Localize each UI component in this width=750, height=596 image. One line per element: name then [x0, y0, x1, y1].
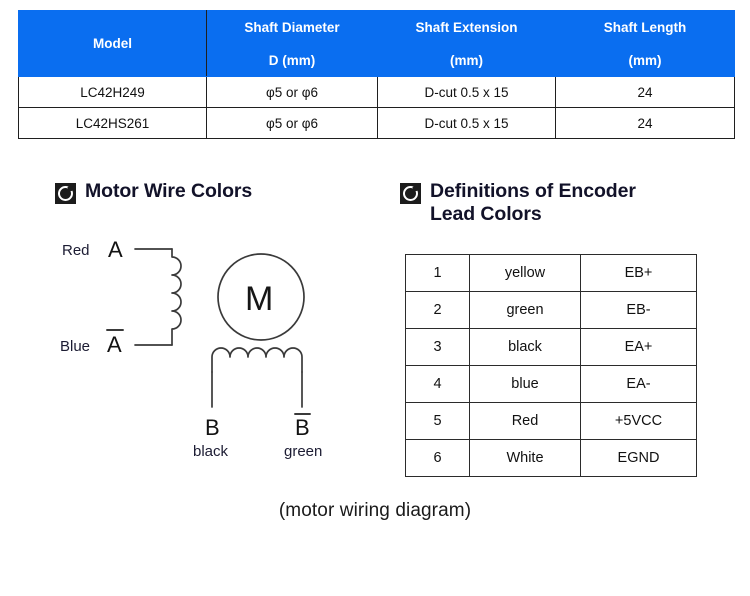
cell-signal-name: +5VCC [580, 402, 697, 440]
motor-wire-colors-heading: Motor Wire Colors [55, 180, 252, 204]
cell-pin-number: 4 [405, 365, 470, 403]
table-row: 4 blue EA- [405, 365, 697, 403]
cell-lead-color: blue [469, 365, 581, 403]
label-motor-symbol: M [245, 280, 273, 318]
cell-shaft-extension: D-cut 0.5 x 15 [377, 107, 556, 139]
figure-caption: (motor wiring diagram) [278, 500, 472, 521]
cell-lead-color: White [469, 439, 581, 477]
table-row: 5 Red +5VCC [405, 402, 697, 440]
table-row: 1 yellow EB+ [405, 254, 697, 292]
cell-lead-color: black [469, 328, 581, 366]
cell-signal-name: EGND [580, 439, 697, 477]
cell-model: LC42HS261 [18, 107, 207, 139]
motor-wiring-diagram: Red A Blue A M B B black green [60, 232, 380, 462]
label-phase-a-bar: A [107, 332, 122, 357]
cell-pin-number: 1 [405, 254, 470, 292]
column-header-shaft-length: Shaft Length [555, 10, 735, 44]
spec-table-container: Model Shaft Diameter Shaft Extension Sha… [18, 10, 735, 139]
label-lead-b-bar-color: green [284, 443, 322, 460]
cell-pin-number: 6 [405, 439, 470, 477]
column-header-model: Model [18, 10, 207, 77]
column-subheader-length-unit: (mm) [555, 43, 735, 77]
cell-shaft-length: 24 [555, 76, 735, 108]
coil-phase-a [171, 248, 182, 346]
table-row: LC42HS261 φ5 or φ6 D-cut 0.5 x 15 24 [18, 107, 735, 139]
ring-bullet-icon [55, 183, 76, 204]
label-lead-a-bar-color: Blue [60, 338, 90, 355]
cell-pin-number: 2 [405, 291, 470, 329]
cell-lead-color: yellow [469, 254, 581, 292]
column-header-shaft-extension: Shaft Extension [377, 10, 556, 44]
cell-shaft-diameter: φ5 or φ6 [206, 107, 378, 139]
encoder-lead-colors-title: Definitions of Encoder Lead Colors [430, 180, 636, 225]
label-lead-b-color: black [193, 443, 229, 460]
column-header-shaft-diameter: Shaft Diameter [206, 10, 378, 44]
cell-signal-name: EA+ [580, 328, 697, 366]
cell-signal-name: EB+ [580, 254, 697, 292]
table-row: 2 green EB- [405, 291, 697, 329]
label-lead-a-color: Red [62, 242, 90, 259]
table-row: 3 black EA+ [405, 328, 697, 366]
column-subheader-diameter-unit: D (mm) [206, 43, 378, 77]
cell-pin-number: 3 [405, 328, 470, 366]
cell-pin-number: 5 [405, 402, 470, 440]
cell-shaft-diameter: φ5 or φ6 [206, 76, 378, 108]
coil-phase-b [211, 347, 303, 373]
cell-signal-name: EB- [580, 291, 697, 329]
encoder-lead-colors-table: 1 yellow EB+ 2 green EB- 3 black EA+ 4 b… [405, 254, 697, 477]
table-header-row-top: Model Shaft Diameter Shaft Extension Sha… [18, 10, 735, 77]
cell-lead-color: Red [469, 402, 581, 440]
table-row: LC42H249 φ5 or φ6 D-cut 0.5 x 15 24 [18, 76, 735, 108]
ring-bullet-icon [400, 183, 421, 204]
cell-model: LC42H249 [18, 76, 207, 108]
label-phase-a: A [108, 237, 123, 262]
cell-shaft-extension: D-cut 0.5 x 15 [377, 76, 556, 108]
label-phase-b-bar: B [295, 415, 310, 440]
motor-wire-colors-title: Motor Wire Colors [85, 180, 253, 202]
encoder-table-container: 1 yellow EB+ 2 green EB- 3 black EA+ 4 b… [405, 254, 697, 477]
cell-lead-color: green [469, 291, 581, 329]
label-phase-b: B [205, 415, 220, 440]
cell-shaft-length: 24 [555, 107, 735, 139]
column-subheader-extension-unit: (mm) [377, 43, 556, 77]
table-row: 6 White EGND [405, 439, 697, 477]
encoder-lead-colors-heading: Definitions of Encoder Lead Colors [400, 180, 700, 226]
motor-circle [217, 253, 305, 341]
table-header-row-bottom: D (mm) (mm) (mm) [19, 43, 735, 77]
cell-signal-name: EA- [580, 365, 697, 403]
shaft-spec-table: Model Shaft Diameter Shaft Extension Sha… [18, 10, 735, 139]
